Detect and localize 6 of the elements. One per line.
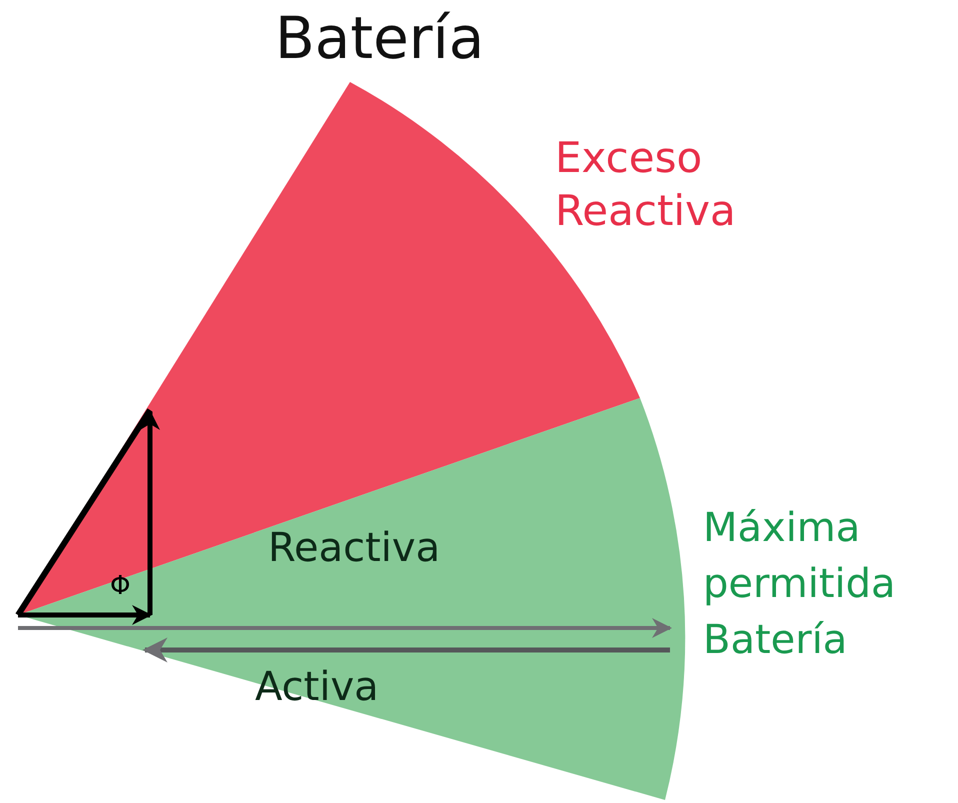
angle-symbol: Φ — [110, 570, 130, 602]
component-label: Reactiva — [268, 524, 440, 573]
sector-label: Máxima permitida Batería — [703, 504, 897, 665]
component-label: Activa — [255, 663, 379, 712]
diagram-title: Batería — [275, 3, 484, 74]
sector-label: Exceso Reactiva — [555, 132, 737, 236]
